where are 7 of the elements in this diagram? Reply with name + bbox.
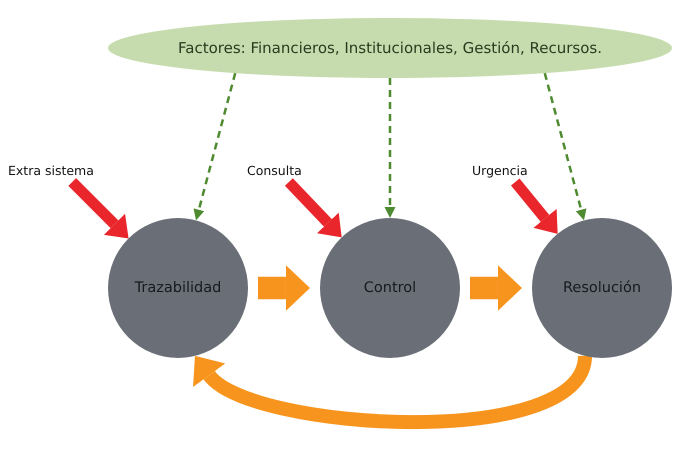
node-text: Control [364,280,416,296]
node-text: Resolución [562,280,642,296]
input-label: Extra sistema [8,160,120,182]
input-label: Urgencia [472,160,542,182]
input-label: Consulta [247,160,317,182]
node-text: Trazabilidad [134,280,222,296]
node-text: Factores: Financieros, Institucionales, Gestión, Recursos. [178,39,602,57]
